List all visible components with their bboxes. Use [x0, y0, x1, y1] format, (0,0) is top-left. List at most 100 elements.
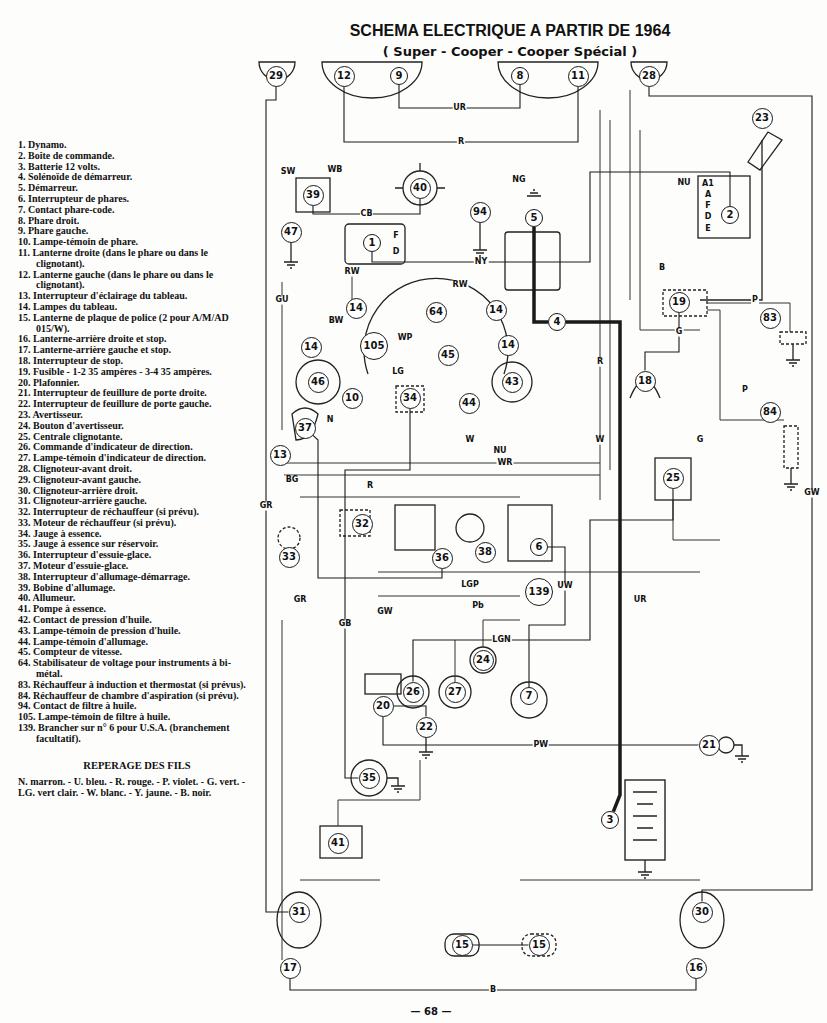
callout-text: 5: [531, 213, 538, 223]
parts-list-entry: 21. Interrupteur de feuillure de porte d…: [18, 388, 256, 399]
wire-code: LG: [391, 368, 405, 377]
parts-list-entry: 22. Interrupteur de feuillure de porte g…: [18, 399, 256, 410]
earth-symbol: [734, 745, 749, 762]
wire-code: E: [704, 225, 711, 234]
parts-list-entry: 26. Commande d'indicateur de direction.: [18, 442, 256, 453]
callout-number: 2: [721, 206, 739, 224]
component-symbol: [479, 221, 480, 250]
parts-list-entry: 7. Contact phare-code.: [18, 205, 256, 216]
parts-list-entry: 40. Allumeur.: [18, 593, 256, 604]
parts-list-entry: 45. Compteur de vitesse.: [18, 647, 256, 658]
parts-list-entry: 105. Lampe-témoin de filtre à huile.: [18, 712, 256, 723]
wire: [344, 87, 578, 143]
wire: [378, 572, 700, 573]
callout-text: 21: [702, 740, 716, 750]
callout-text: 47: [284, 227, 298, 237]
list-heading: REPERAGE DES FILS: [18, 761, 256, 772]
callout-number: 19: [669, 292, 690, 313]
wire: [300, 880, 380, 881]
earth-symbol: [527, 190, 541, 196]
parts-list-entry: 36. Interrupteur d'essuie-glace.: [18, 550, 256, 561]
callout-number: 31: [289, 902, 310, 923]
component-symbol: [508, 505, 552, 561]
component-symbol: [718, 737, 734, 753]
parts-list-entry: 33. Moteur de réchauffeur (si prévu).: [18, 518, 256, 529]
callout-number: 15: [529, 935, 550, 956]
callout-number: 64: [426, 302, 447, 323]
parts-list-entry: 14. Lampes du tableau.: [18, 302, 256, 313]
parts-list-entry: 23. Avertisseur.: [18, 410, 256, 421]
callout-number: 33: [279, 547, 300, 568]
wire: [345, 409, 410, 779]
wire-code: UR: [452, 104, 467, 113]
callout-number: 26: [403, 682, 424, 703]
callout-text: 26: [406, 687, 420, 697]
wire-code: GU: [274, 296, 289, 305]
callout-text: 43: [505, 377, 519, 387]
callout-text: 29: [269, 71, 283, 81]
callout-number: 32: [352, 514, 373, 535]
callout-text: 22: [419, 722, 433, 732]
callout-number: 3: [601, 811, 619, 829]
wire-code: PW: [532, 741, 549, 750]
wire: [300, 497, 520, 498]
parts-list-entry: 42. Contact de pression d'huile.: [18, 615, 256, 626]
parts-list-entry: 30. Clignoteur-arrière droit.: [18, 486, 256, 497]
callout-text: 34: [403, 393, 417, 403]
battery-symbol: [625, 780, 665, 860]
callout-number: 44: [459, 393, 480, 414]
lamp-housing: [631, 62, 667, 80]
battery-cable: [566, 322, 620, 812]
earth-symbol: [284, 262, 298, 268]
parts-list-entry: 6. Interrupteur de phares.: [18, 194, 256, 205]
parts-list-entry: 20. Plafonnier.: [18, 378, 256, 389]
callout-number: 24: [473, 650, 494, 671]
component-symbol: [748, 132, 782, 170]
wire: [707, 303, 790, 332]
callout-text: 13: [273, 450, 287, 460]
callout-text: 16: [689, 963, 703, 973]
callout-number: 105: [360, 332, 388, 360]
earth-symbol: [387, 778, 405, 792]
callout-text: 4: [554, 317, 561, 327]
callout-text: 84: [763, 407, 777, 417]
earth-symbol: [473, 250, 487, 256]
parts-list-entry: 31. Clignoteur-arrière gauche.: [18, 496, 256, 507]
wire: [313, 435, 442, 578]
callout-number: 84: [760, 402, 781, 423]
wire-code: B: [489, 986, 497, 995]
callout-number: 41: [328, 833, 349, 854]
battery-symbol: [633, 792, 657, 840]
callout-number: 14: [301, 337, 322, 358]
callout-text: 20: [376, 701, 390, 711]
callout-number: 139: [525, 578, 553, 606]
wire: [413, 489, 673, 682]
callout-number: 23: [752, 108, 773, 129]
parts-list: 1. Dynamo.2. Boîte de commande.3. Batter…: [18, 140, 256, 799]
wire-code: GW: [803, 489, 820, 498]
wire-code: N: [326, 416, 335, 425]
wire: [284, 475, 600, 476]
component-symbol: [511, 682, 547, 718]
callout-number: 28: [639, 66, 660, 87]
parts-list-entry: 18. Interrupteur de stop.: [18, 356, 256, 367]
wire-code: A1: [701, 180, 715, 189]
callout-number: 6: [530, 538, 548, 556]
parts-list-entry: 28. Clignoteur-avant droit.: [18, 464, 256, 475]
parts-list-entry: 38. Interrupteur d'allumage-démarrage.: [18, 572, 256, 583]
wire-code: R: [366, 482, 374, 491]
wire: [483, 620, 520, 647]
wire-code: R: [596, 358, 604, 367]
callout-text: 2: [727, 210, 734, 220]
callout-text: 41: [331, 838, 345, 848]
wire-code: G: [696, 436, 705, 445]
lamp-housing: [259, 62, 724, 956]
wire: [284, 463, 600, 464]
callout-text: 35: [362, 773, 376, 783]
wire: [673, 500, 720, 540]
callout-number: 27: [445, 682, 466, 703]
callout-text: 32: [355, 519, 369, 529]
wire-code: SW: [280, 168, 297, 177]
parts-list-entry: 17. Lanterne-arrière gauche et stop.: [18, 345, 256, 356]
parts-list-entry: 16. Lanterne-arrière droite et stop.: [18, 334, 256, 345]
